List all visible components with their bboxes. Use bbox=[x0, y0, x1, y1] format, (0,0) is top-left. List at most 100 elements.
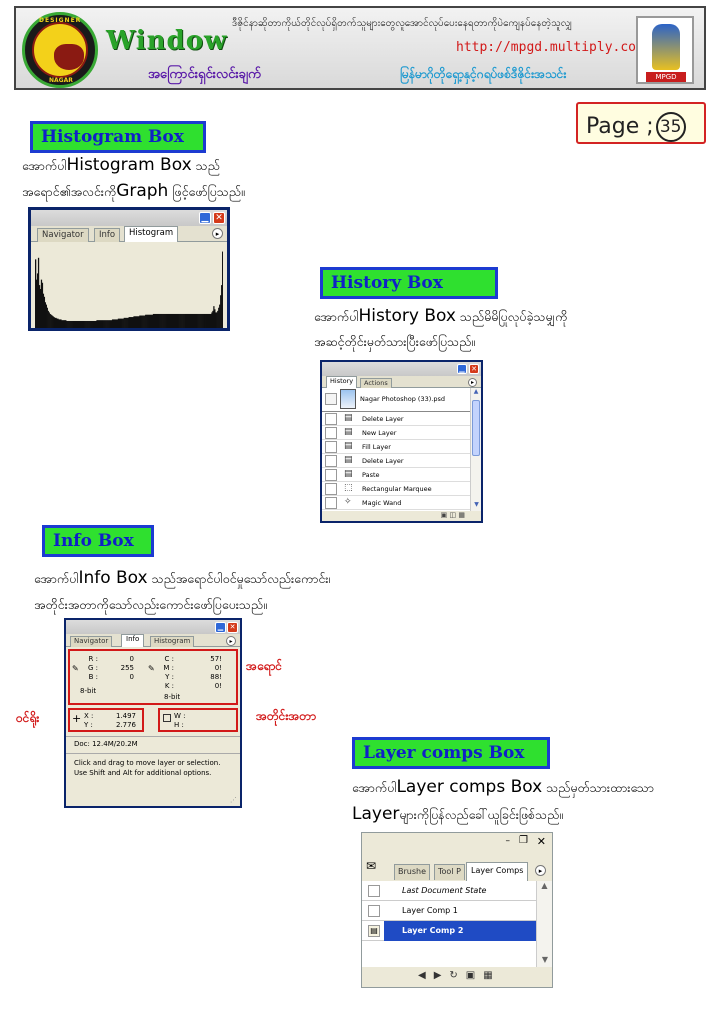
list-item[interactable]: Last Document State bbox=[362, 881, 538, 901]
tab-layer-comps[interactable]: Layer Comps bbox=[466, 862, 529, 881]
histogram-bar bbox=[118, 318, 121, 328]
histogram-bar bbox=[196, 313, 198, 328]
scroll-up-icon[interactable]: ▲ bbox=[473, 388, 479, 395]
state-checkbox[interactable] bbox=[325, 455, 337, 467]
history-state-row[interactable]: ⬚Rectangular Marquee bbox=[322, 482, 470, 496]
tab-histogram[interactable]: Histogram bbox=[150, 636, 195, 647]
tab-navigator[interactable]: Navigator bbox=[70, 636, 113, 647]
histogram-bar bbox=[204, 313, 206, 328]
histogram-bar bbox=[115, 319, 118, 328]
history-state-row[interactable]: ▤Fill Layer bbox=[322, 440, 470, 454]
restore-icon[interactable]: ❐ bbox=[519, 835, 528, 846]
marquee-icon: ⬚ bbox=[344, 483, 353, 493]
apply-checkbox[interactable] bbox=[368, 885, 380, 897]
minimize-icon[interactable]: ▁ bbox=[457, 364, 467, 374]
page-label: Page ; bbox=[586, 114, 654, 139]
previous-icon[interactable]: ◀ bbox=[418, 970, 434, 981]
list-item[interactable]: ▤ Layer Comp 2 bbox=[362, 921, 538, 941]
page-number-badge: Page ;35 bbox=[576, 102, 706, 144]
panel-menu-icon[interactable]: ▸ bbox=[212, 228, 223, 239]
state-checkbox[interactable] bbox=[325, 441, 337, 453]
scroll-down-icon[interactable]: ▼ bbox=[474, 501, 479, 508]
state-checkbox[interactable] bbox=[325, 497, 337, 509]
tab-info[interactable]: Info bbox=[94, 228, 121, 242]
scroll-down-icon[interactable]: ▼ bbox=[541, 955, 549, 964]
k-label: K : bbox=[164, 682, 174, 690]
applied-state-icon[interactable]: ▤ bbox=[368, 925, 380, 937]
new-comp-icon[interactable]: ▣ bbox=[465, 970, 484, 981]
desc-term: History Box bbox=[358, 306, 456, 326]
tab-info[interactable]: Info bbox=[121, 634, 145, 647]
tab-actions[interactable]: Actions bbox=[360, 378, 392, 388]
state-checkbox[interactable] bbox=[325, 469, 337, 481]
histogram-bar bbox=[187, 313, 190, 328]
history-scrollbar[interactable]: ▲ ▼ bbox=[470, 388, 481, 511]
trash-icon[interactable]: ▦ bbox=[458, 511, 465, 519]
state-checkbox[interactable] bbox=[325, 413, 337, 425]
histogram-bar bbox=[134, 316, 136, 328]
close-icon[interactable]: ✕ bbox=[469, 364, 479, 374]
histogram-bar bbox=[93, 320, 95, 328]
histogram-bar bbox=[182, 313, 184, 328]
desc-text: အောက်ပါ bbox=[22, 158, 67, 173]
tab-brushes[interactable]: Brushe bbox=[394, 864, 431, 880]
history-panel: ▁ ✕ History Actions ▸ Nagar Photoshop (3… bbox=[320, 360, 483, 523]
b-value: 0 bbox=[129, 673, 134, 681]
histogram-section-title: Histogram Box bbox=[30, 121, 206, 153]
histogram-bar bbox=[120, 318, 122, 328]
next-icon[interactable]: ▶ bbox=[433, 970, 450, 981]
panel-titlebar[interactable]: – ❐ ✕ bbox=[362, 833, 552, 853]
tab-histogram[interactable]: Histogram bbox=[124, 226, 179, 242]
minimize-icon[interactable]: ▁ bbox=[215, 622, 226, 633]
history-state-row[interactable]: ✧Magic Wand bbox=[322, 496, 470, 510]
histogram-bar bbox=[63, 320, 65, 328]
close-icon[interactable]: ✕ bbox=[227, 622, 238, 633]
emblem-label: MPGD bbox=[646, 72, 686, 82]
state-checkbox[interactable] bbox=[325, 427, 337, 439]
tab-tool-presets[interactable]: Tool P bbox=[434, 864, 465, 880]
update-icon[interactable]: ↻ bbox=[449, 970, 466, 981]
new-document-icon[interactable]: ◫ bbox=[449, 511, 457, 519]
layer-comp-label: Layer Comp 1 bbox=[402, 906, 458, 915]
panel-menu-icon[interactable]: ▸ bbox=[535, 865, 546, 876]
scroll-thumb[interactable] bbox=[472, 400, 480, 456]
panel-titlebar[interactable]: ▁ ✕ bbox=[31, 210, 227, 226]
histogram-bar bbox=[94, 320, 96, 328]
histogram-bar bbox=[44, 302, 47, 328]
histogram-bar bbox=[112, 319, 115, 328]
minimize-icon[interactable]: ▁ bbox=[199, 212, 211, 224]
list-item[interactable]: Layer Comp 1 bbox=[362, 901, 538, 921]
histogram-bar bbox=[101, 320, 103, 328]
history-state-row[interactable]: ▤New Layer bbox=[322, 426, 470, 440]
panel-titlebar[interactable]: ▁ ✕ bbox=[66, 620, 240, 634]
state-checkbox[interactable] bbox=[325, 483, 337, 495]
history-state-row[interactable]: ▤Delete Layer bbox=[322, 412, 470, 426]
history-items: ▤Delete Layer▤New Layer▤Fill Layer▤Delet… bbox=[322, 412, 470, 510]
designer-nagar-logo: DESIGNER NAGAR bbox=[22, 12, 98, 88]
histogram-bar bbox=[35, 279, 38, 328]
scroll-up-icon[interactable]: ▲ bbox=[541, 881, 548, 890]
histogram-bar bbox=[178, 313, 180, 328]
close-icon[interactable]: ✕ bbox=[536, 835, 546, 848]
layer-comps-scrollbar[interactable]: ▲ ▼ bbox=[536, 881, 552, 969]
histogram-bar bbox=[157, 313, 160, 328]
panel-menu-icon[interactable]: ▸ bbox=[468, 378, 477, 387]
panel-titlebar[interactable]: ▁ ✕ bbox=[322, 362, 481, 376]
history-snapshot-row[interactable]: Nagar Photoshop (33).psd bbox=[322, 388, 470, 412]
y-value: 2.776 bbox=[115, 721, 136, 729]
history-state-row[interactable]: ▤Paste bbox=[322, 468, 470, 482]
close-icon[interactable]: ✕ bbox=[213, 212, 225, 224]
history-list: Nagar Photoshop (33).psd ▤Delete Layer▤N… bbox=[322, 388, 470, 511]
header-url[interactable]: http://mpgd.multiply.com bbox=[456, 40, 644, 55]
state-checkbox[interactable] bbox=[325, 393, 337, 405]
panel-menu-icon[interactable]: ▸ bbox=[226, 636, 236, 646]
tab-history[interactable]: History bbox=[326, 376, 358, 388]
apply-checkbox[interactable] bbox=[368, 905, 380, 917]
resize-grip-icon[interactable]: ⋰ bbox=[230, 796, 237, 804]
minimize-icon[interactable]: – bbox=[505, 836, 511, 846]
trash-icon[interactable]: ▦ bbox=[483, 970, 501, 981]
header-club-name: မြန်မာဂိုတိုရှော့နှင့်ဂရပ်ဖစ်ဒီဇိုင်းအသင… bbox=[400, 67, 567, 81]
history-state-row[interactable]: ▤Delete Layer bbox=[322, 454, 470, 468]
snapshot-button-icon[interactable]: ▣ bbox=[440, 511, 448, 519]
tab-navigator[interactable]: Navigator bbox=[37, 228, 89, 242]
